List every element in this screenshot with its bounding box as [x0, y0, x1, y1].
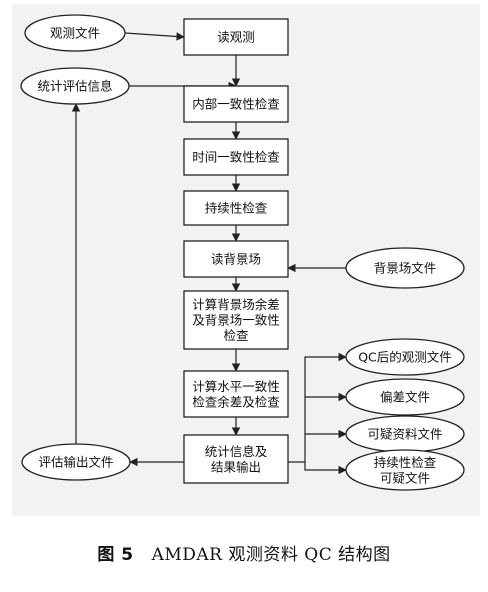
node-shape-ellipse: [345, 247, 465, 289]
node-label: 偏差文件: [380, 390, 430, 405]
node-internal-check: 内部一致性检查: [183, 85, 289, 123]
node-read-obs: 读观测: [183, 18, 289, 56]
node-persist-check: 持续性检查: [183, 190, 289, 226]
node-label: 读背景场: [211, 252, 261, 267]
node-eval-output-file: 评估输出文件: [21, 443, 131, 481]
node-label: 时间一致性检查: [192, 150, 280, 165]
node-label: 持续性检查: [374, 455, 437, 470]
node-shape-rect: [183, 370, 289, 418]
node-label: 可疑资料文件: [367, 427, 442, 442]
node-bias-file: 偏差文件: [345, 378, 465, 416]
node-label: 计算水平一致性: [192, 379, 280, 394]
node-shape-ellipse: [20, 67, 130, 105]
node-label: 检查: [223, 328, 249, 343]
node-label: 持续性检查: [205, 201, 268, 216]
node-shape-rect: [183, 138, 289, 176]
node-shape-ellipse: [345, 338, 465, 376]
node-label: 观测文件: [50, 26, 100, 41]
figure-caption: 图 5 AMDAR 观测资料 QC 结构图: [0, 540, 488, 565]
node-obs-file: 观测文件: [24, 14, 126, 52]
node-shape-rect: [183, 190, 289, 226]
node-read-bg: 读背景场: [183, 240, 289, 278]
node-shape-ellipse: [345, 378, 465, 416]
node-shape-rect: [183, 434, 289, 484]
figure-number: 图 5: [97, 545, 134, 565]
node-label: 评估输出文件: [38, 455, 113, 470]
node-shape-ellipse: [345, 449, 465, 491]
node-shape-rect: [183, 290, 289, 350]
node-shape-rect: [183, 85, 289, 123]
node-shape-rect: [183, 18, 289, 56]
node-label: 可疑文件: [380, 470, 430, 485]
node-shape-ellipse: [21, 443, 131, 481]
node-suspect-file: 可疑资料文件: [345, 415, 465, 453]
edge-obs-file-to-read-obs: [124, 32, 185, 41]
qc-flowchart: 观测文件读观测统计评估信息内部一致性检查时间一致性检查持续性检查读背景场背景场文…: [20, 14, 465, 491]
node-label: 统计评估信息: [37, 79, 112, 94]
edge-stat-output-to-persist-suspect-file: [304, 462, 347, 475]
node-label: 内部一致性检查: [192, 97, 280, 112]
node-label: QC后的观测文件: [358, 350, 452, 365]
node-label: 及背景场一致性: [192, 313, 280, 328]
node-qc-obs-file: QC后的观测文件: [345, 338, 465, 376]
node-label: 计算背景场余差: [192, 297, 280, 312]
nodes-layer: 观测文件读观测统计评估信息内部一致性检查时间一致性检查持续性检查读背景场背景场文…: [20, 14, 465, 491]
node-label: 读观测: [217, 30, 255, 45]
node-label: 检查余差及检查: [192, 394, 280, 409]
figure-title: AMDAR 观测资料 QC 结构图: [151, 545, 391, 565]
node-label: 结果输出: [211, 459, 261, 474]
edge-stat-output-to-qc-obs-file: [288, 352, 347, 463]
node-label: 统计信息及: [205, 444, 268, 459]
node-shape-rect: [183, 240, 289, 278]
node-stat-eval: 统计评估信息: [20, 67, 130, 105]
node-label: 背景场文件: [374, 261, 437, 276]
node-time-check: 时间一致性检查: [183, 138, 289, 176]
edges-layer: [71, 32, 347, 475]
node-bg-file: 背景场文件: [345, 247, 465, 289]
node-shape-ellipse: [24, 14, 126, 52]
